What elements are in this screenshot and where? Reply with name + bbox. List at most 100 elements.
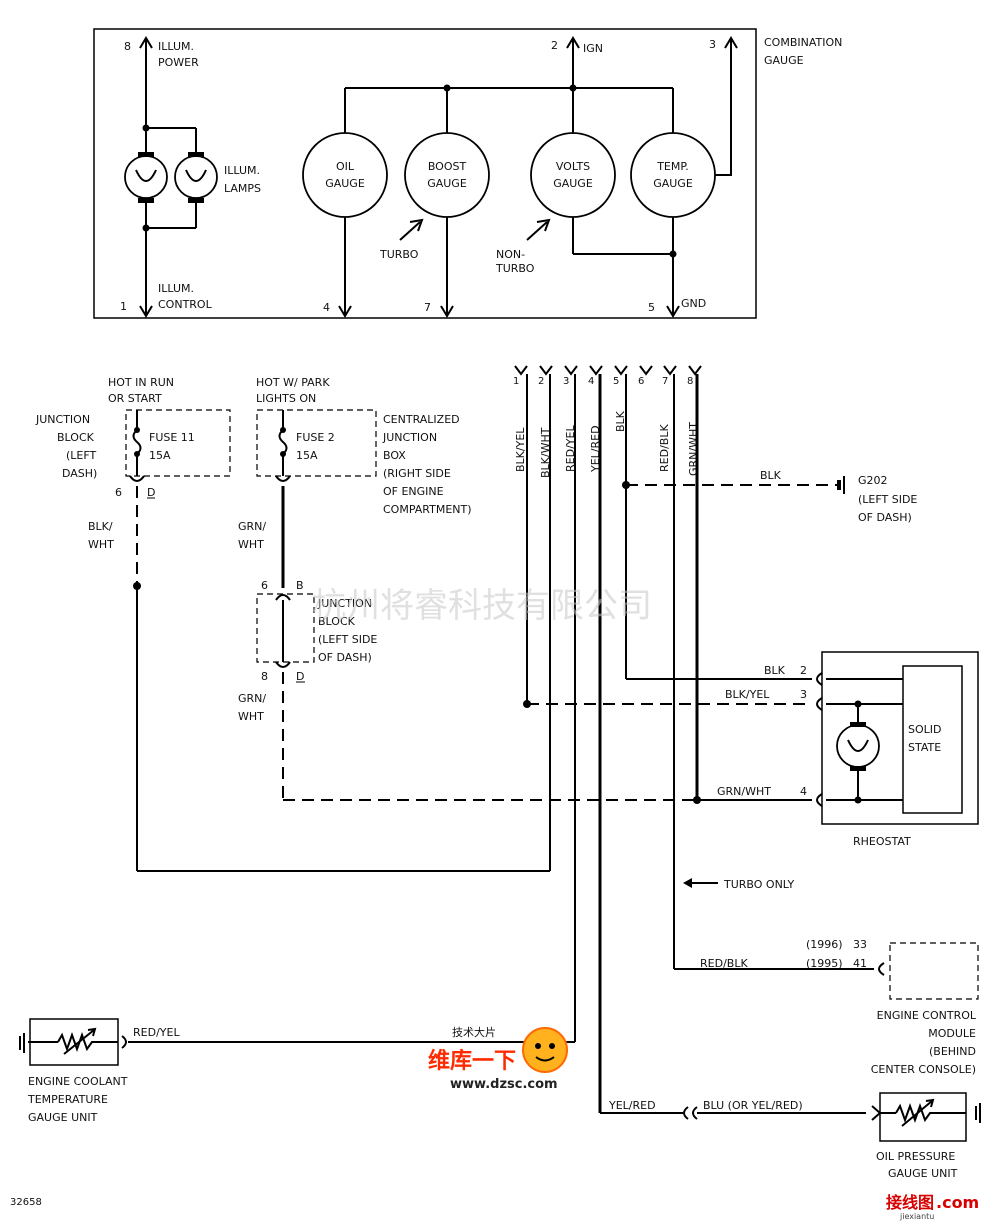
fuse2-hot-label: HOT W/ PARK [256, 376, 330, 389]
harness-pin-6: 6 [638, 376, 644, 387]
boost-gauge-label-2: GAUGE [427, 177, 467, 190]
temp-gauge [630, 132, 716, 218]
logo-url-text: www.dzsc.com [450, 1077, 558, 1092]
coolant-label-2: TEMPERATURE [27, 1093, 108, 1106]
cjb-label: CENTRALIZED [383, 413, 460, 426]
junction-block-label-2: BLOCK [57, 431, 95, 444]
fuse11-label: FUSE 11 [149, 431, 195, 444]
ecm-wire-label: RED/BLK [700, 957, 748, 970]
illum-lamps-label-2: LAMPS [224, 182, 261, 195]
volts-gauge-label: VOLTS [556, 160, 590, 173]
ecm-label-2: MODULE [928, 1027, 976, 1040]
harness-pin-3: 3 [563, 376, 569, 387]
fuse2-icon [278, 410, 288, 476]
jb2-bottom-letter: D [296, 670, 304, 683]
jb2-label-2: BLOCK [318, 615, 356, 628]
logo2-text: 接线图 [886, 1193, 934, 1212]
coolant-label: ENGINE COOLANT [28, 1075, 128, 1088]
rheostat-pin-2: 2 [800, 664, 807, 677]
temp-gauge-label: TEMP. [656, 160, 689, 173]
temp-gauge-label-2: GAUGE [653, 177, 693, 190]
jb2-top-pin: 6 [261, 579, 268, 592]
volts-gauge-label-2: GAUGE [553, 177, 593, 190]
dzsc-logo: 技术大片 维库一下 www.dzsc.com [428, 1025, 568, 1092]
rheostat-wire-3: GRN/WHT [717, 785, 771, 798]
boost-gauge-label: BOOST [428, 160, 467, 173]
harness-connector [514, 365, 702, 376]
pin-4-label: 4 [323, 301, 330, 314]
logo-top-text: 技术大片 [452, 1025, 496, 1039]
turbo-only-label: TURBO ONLY [723, 878, 794, 891]
harness-pin-7: 7 [662, 376, 668, 387]
fuse2-hot-label-2: LIGHTS ON [256, 392, 316, 405]
volts-gauge [530, 132, 616, 218]
cjb-label-2: JUNCTION [382, 431, 437, 444]
ign-label: IGN [583, 42, 603, 55]
ecm-year-2: (1995) [806, 957, 843, 970]
nonturbo-label-2: TURBO [495, 262, 535, 275]
gnd-label: GND [681, 297, 706, 310]
harness-pin-5: 5 [613, 376, 619, 387]
logo2-dotcom: .com [936, 1193, 979, 1212]
fuse2-rating: 15A [296, 449, 318, 462]
watermark-text: 杭州将睿科技有限公司 [312, 586, 652, 626]
ecm-pin-2: 41 [853, 957, 867, 970]
harness-pin-2: 2 [538, 376, 544, 387]
coolant-wire-label: RED/YEL [133, 1026, 180, 1039]
illum-control-label-2: CONTROL [158, 298, 213, 311]
illum-lamp-1-icon [124, 152, 168, 203]
fuse2-wire-label: GRN/ [238, 520, 266, 533]
wire-blk-yel-label: BLK/YEL [514, 427, 527, 472]
oil-sender-label-2: GAUGE UNIT [888, 1167, 958, 1180]
combination-gauge-box [93, 28, 757, 319]
harness-pin-8: 8 [687, 376, 693, 387]
nonturbo-label: NON- [496, 248, 525, 261]
pin-2-label: 2 [551, 39, 558, 52]
junction-block-2 [256, 593, 315, 663]
wire-blk-wht-label: BLK/WHT [539, 427, 552, 478]
ecm-box [889, 942, 979, 1000]
fuse11-rating: 15A [149, 449, 171, 462]
rheostat-title: RHEOSTAT [853, 835, 911, 848]
ecm-label-4: CENTER CONSOLE) [871, 1063, 976, 1076]
ground-wire-label: BLK [760, 469, 782, 482]
rheostat-lamp-icon [836, 722, 880, 771]
pin-1-label: 1 [120, 300, 127, 313]
oil-wire-right-label: BLU (OR YEL/RED) [703, 1099, 803, 1112]
ground-label: G202 [858, 474, 888, 487]
boost-gauge [404, 132, 490, 218]
combination-gauge-title: COMBINATION [764, 36, 842, 49]
jb2-wire-label-2: WHT [238, 710, 264, 723]
cjb-label-6: COMPARTMENT) [383, 503, 472, 516]
ground-label-3: OF DASH) [858, 511, 912, 524]
combination-gauge-title-2: GAUGE [764, 54, 804, 67]
rheostat-pin-4: 4 [800, 785, 807, 798]
oil-gauge-label-2: GAUGE [325, 177, 365, 190]
ecm-year-1: (1996) [806, 938, 843, 951]
fuse11-block [125, 409, 231, 477]
pin-8-label: 8 [124, 40, 131, 53]
jb2-label-3: (LEFT SIDE [318, 633, 377, 646]
illum-lamps-label: ILLUM. [224, 164, 260, 177]
rheostat-wire-2: BLK/YEL [725, 688, 770, 701]
wire-blk-label: BLK [614, 410, 627, 432]
fuse11-wire-label: BLK/ [88, 520, 113, 533]
logo-cn-text: 维库一下 [428, 1048, 516, 1074]
ecm-label: ENGINE CONTROL [877, 1009, 977, 1022]
illum-control-label: ILLUM. [158, 282, 194, 295]
pin-7-label: 7 [424, 301, 431, 314]
jb2-label: JUNCTION [317, 597, 372, 610]
coolant-sender-icon [19, 1018, 119, 1066]
harness-pin-1: 1 [513, 376, 519, 387]
pin-3-label: 3 [709, 38, 716, 51]
oil-sender-label: OIL PRESSURE [876, 1150, 955, 1163]
fuse2-label: FUSE 2 [296, 431, 335, 444]
harness-pin-4: 4 [588, 376, 594, 387]
oil-gauge [302, 132, 388, 218]
fuse11-wire-label-2: WHT [88, 538, 114, 551]
junction-block-label-3: (LEFT [66, 449, 97, 462]
wire-red-blk-label: RED/BLK [658, 424, 671, 472]
fuse11-hot-label-2: OR START [108, 392, 162, 405]
wire-red-yel-label: RED/YEL [564, 425, 577, 472]
